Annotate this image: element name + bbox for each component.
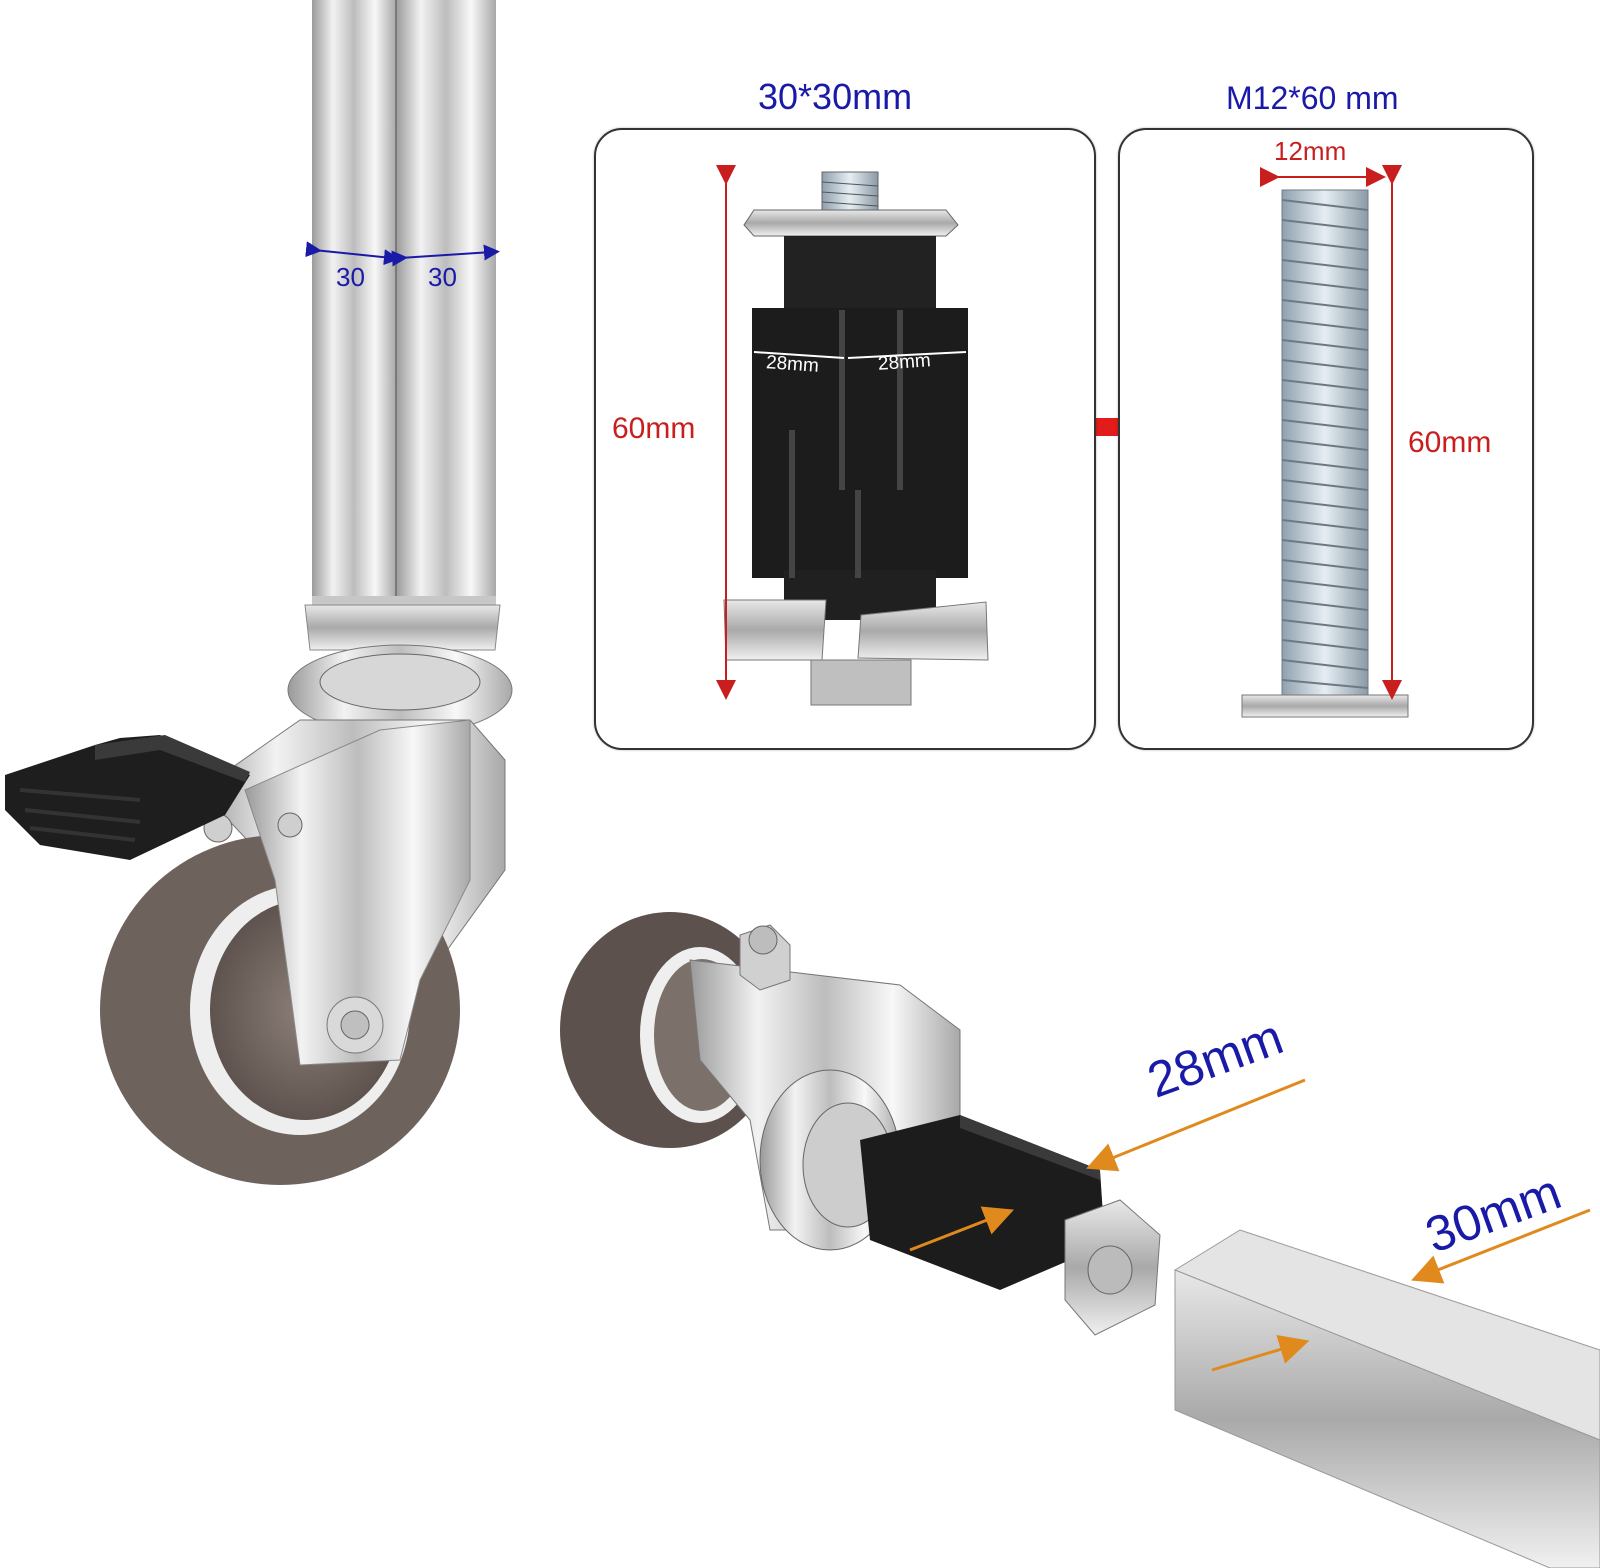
bolt-diameter-label: 12mm bbox=[1274, 136, 1347, 166]
bolt-diagram bbox=[1241, 165, 1409, 718]
square-tube-lying bbox=[1173, 1229, 1600, 1568]
insert-diagram bbox=[716, 165, 989, 706]
tube-width-left-label: 30 bbox=[336, 262, 365, 292]
insert-title: 30*30mm bbox=[758, 76, 913, 117]
bolt-panel bbox=[1118, 128, 1534, 750]
insert-height-label: 60mm bbox=[612, 412, 696, 445]
insert-width-left-label: 28mm bbox=[765, 352, 820, 377]
caster-lying bbox=[560, 912, 961, 1251]
tube-width-dimension bbox=[305, 241, 500, 267]
insert-panel bbox=[594, 128, 1096, 750]
bolt-title: M12*60 mm bbox=[1226, 80, 1399, 116]
brake-pedal bbox=[5, 735, 250, 860]
insert-width-right-label: 28mm bbox=[877, 350, 932, 375]
bolt-height-label: 60mm bbox=[1408, 426, 1492, 459]
insert-lying bbox=[860, 1115, 1161, 1336]
tube-width-right-label: 30 bbox=[428, 262, 457, 292]
square-tube-vertical bbox=[312, 0, 496, 610]
